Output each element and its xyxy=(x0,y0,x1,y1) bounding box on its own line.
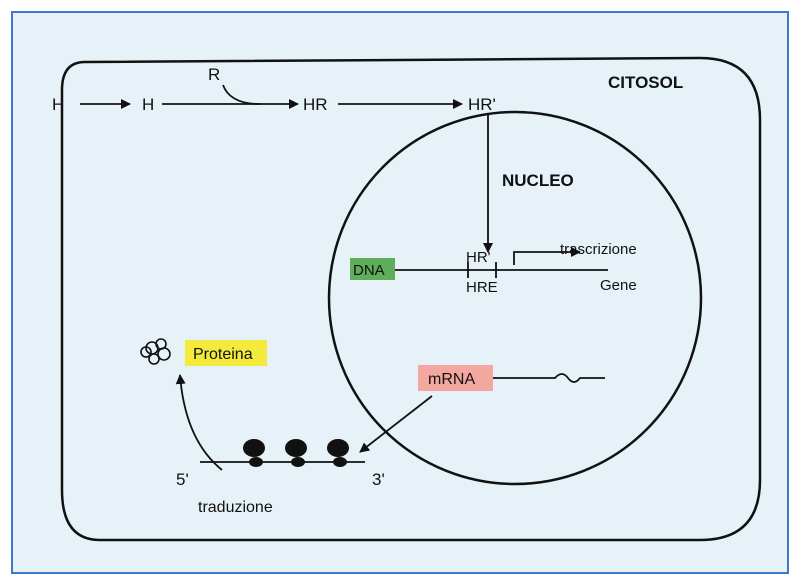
hre-label: HRE xyxy=(466,279,498,296)
cytosol-label: CITOSOL xyxy=(608,73,683,92)
arrow-transcription xyxy=(513,247,581,265)
translation-label: traduzione xyxy=(198,499,273,516)
ribosome-2 xyxy=(285,439,307,467)
hr-bound-label: HR' xyxy=(466,249,491,266)
arrow-r-to-hr xyxy=(222,84,261,105)
mrna-label: mRNA xyxy=(428,371,475,388)
arrow-translation-to-protein xyxy=(175,374,223,471)
arrow-mrna-export xyxy=(359,395,433,453)
figure-frame xyxy=(11,11,789,574)
receptor-label: R xyxy=(208,65,220,84)
hr-activated-label: HR' xyxy=(468,95,496,114)
mrna-box xyxy=(418,365,493,391)
gene-label: Gene xyxy=(600,277,637,294)
cell-membrane xyxy=(60,56,762,542)
dna-box xyxy=(350,258,395,280)
protein-label: Proteina xyxy=(193,346,253,363)
transcription-label: trascrizione xyxy=(560,241,637,258)
ribosome-3 xyxy=(327,439,349,467)
dna-label: DNA xyxy=(353,262,385,279)
h-outside-label: H xyxy=(52,95,64,114)
three-prime-label: 3' xyxy=(372,470,385,489)
mrna-strand xyxy=(493,373,605,383)
nucleus-label: NUCLEO xyxy=(502,171,574,190)
ribosome-1 xyxy=(243,439,265,467)
hr-complex-label: HR xyxy=(303,95,328,114)
protein-globule-icon xyxy=(140,338,171,365)
protein-box xyxy=(185,340,267,366)
nucleus-envelope xyxy=(327,110,703,486)
h-inside-label: H xyxy=(142,95,154,114)
five-prime-label: 5' xyxy=(176,470,189,489)
